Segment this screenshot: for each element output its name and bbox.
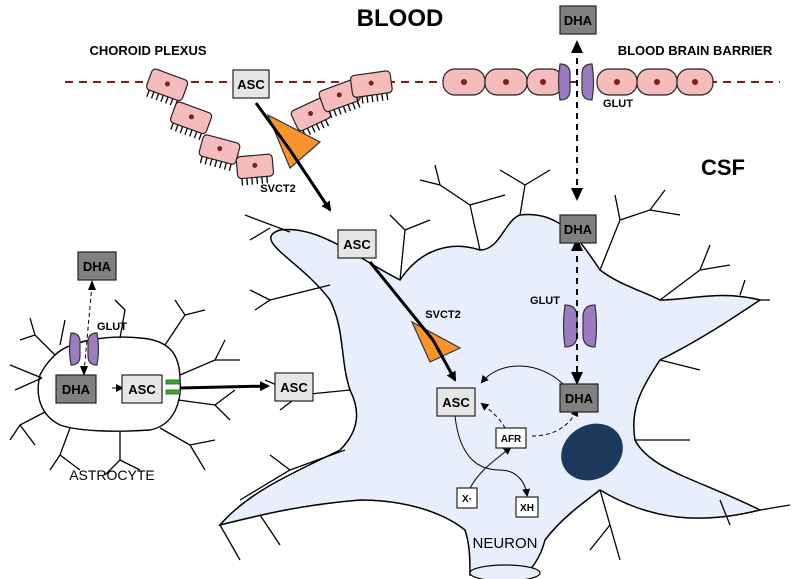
astrocyte-label: ASTROCYTE — [69, 467, 155, 483]
svct2-neuron-label: SVCT2 — [425, 309, 460, 321]
svg-text:AFR: AFR — [501, 434, 522, 445]
xh-box: XH — [515, 496, 539, 518]
neuron-label: NEURON — [472, 535, 537, 552]
svg-text:X·: X· — [462, 494, 472, 505]
svg-text:ASC: ASC — [237, 77, 265, 92]
glut-neuron-icon — [562, 304, 598, 348]
dha-astrocyte-box: DHA — [55, 374, 97, 404]
svg-text:ASC: ASC — [442, 395, 470, 410]
svg-text:ASC: ASC — [280, 380, 308, 395]
svg-text:DHA: DHA — [62, 382, 91, 397]
asc-arrow-4 — [431, 339, 457, 382]
astrocyte-processes — [9, 299, 240, 476]
dha-astrocyte-dashed-arrow — [83, 284, 93, 373]
dha-blood-box: DHA — [559, 5, 597, 35]
dha-astrocyte-top-box: DHA — [77, 251, 117, 281]
svg-text:ASC: ASC — [128, 382, 156, 397]
gap-junction-icon — [165, 379, 181, 395]
glut-astrocyte-icon — [68, 332, 100, 366]
asc-efflux-arrow — [179, 381, 270, 392]
svg-text:ASC: ASC — [343, 237, 371, 252]
dha-neuron-box: DHA — [559, 383, 599, 413]
x-to-afr-arrow — [469, 446, 512, 489]
svg-text:DHA: DHA — [83, 259, 112, 274]
asc-astrocyte-box: ASC — [121, 374, 163, 404]
afr-to-dha-arrow — [531, 408, 579, 437]
asc-arrow-1 — [254, 102, 292, 151]
glut-bbb-icon — [557, 63, 595, 101]
dha-to-asc-neuron-arrow — [480, 365, 566, 387]
blood-brain-barrier-label: BLOOD BRAIN BARRIER — [618, 43, 773, 58]
asc-arrow-2 — [288, 149, 332, 212]
svct2-choroid-icon — [266, 113, 322, 169]
asc-neuron-box: ASC — [436, 387, 476, 417]
glut-bbb-label: GLUT — [603, 98, 633, 110]
neuron-nucleus — [561, 423, 623, 481]
asc-extracellular-box: ASC — [274, 372, 314, 402]
blood-label: BLOOD — [357, 5, 444, 32]
x-radical-box: X· — [456, 487, 478, 509]
asc-csf-box: ASC — [337, 229, 377, 259]
choroid-plexus-label: CHOROID PLEXUS — [89, 43, 206, 58]
svg-text:DHA: DHA — [564, 13, 593, 28]
asc-blood-box: ASC — [232, 69, 270, 99]
glut-neuron-label: GLUT — [530, 295, 560, 307]
asc-arrow-3 — [368, 261, 435, 341]
csf-label: CSF — [701, 155, 745, 180]
neuron-cell — [217, 213, 763, 579]
svg-text:DHA: DHA — [564, 222, 593, 237]
svct2-neuron-icon — [410, 320, 462, 363]
asc-to-xh-arrow — [454, 415, 531, 497]
svg-text:DHA: DHA — [565, 391, 594, 406]
afr-box: AFR — [495, 427, 527, 449]
svg-text:XH: XH — [520, 503, 534, 514]
svct2-choroid-label: SVCT2 — [260, 183, 295, 195]
glut-astrocyte-label: GLUT — [97, 321, 127, 333]
dha-csf-box: DHA — [559, 214, 597, 244]
choroid-plexus-cells — [146, 68, 393, 186]
afr-to-asc-arrow — [480, 402, 506, 429]
